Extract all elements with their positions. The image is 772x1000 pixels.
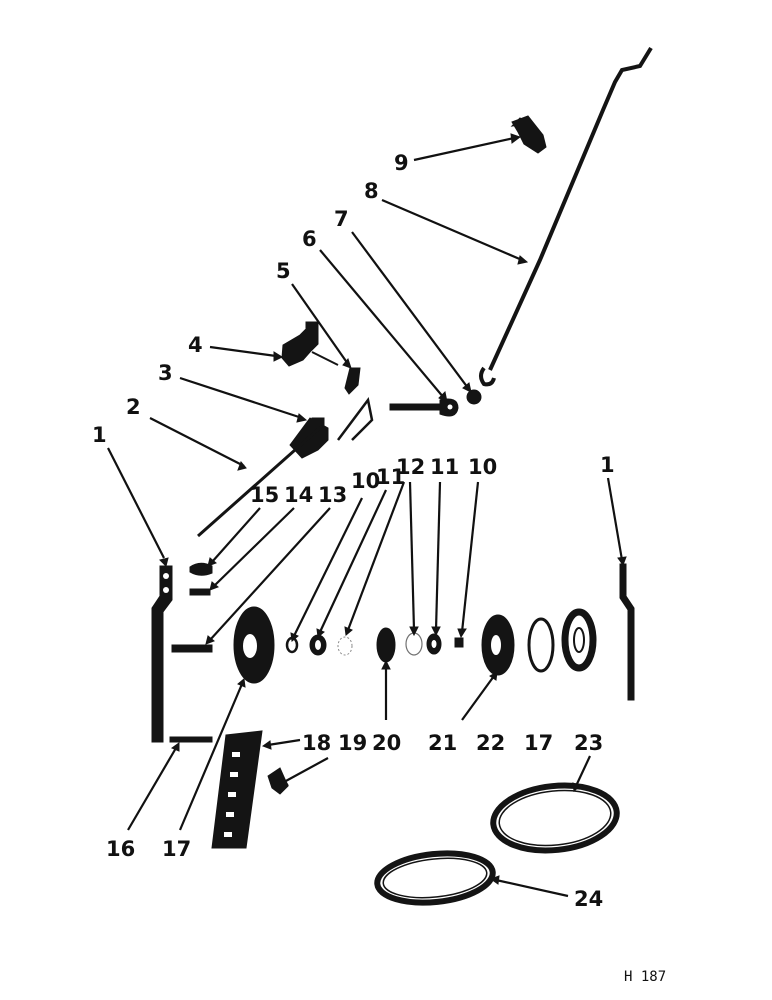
callout-5: 5 — [276, 259, 291, 283]
part-8-control-rod — [479, 46, 653, 387]
callout-9: 9 — [394, 151, 409, 175]
callout-12: 12 — [396, 455, 425, 479]
part-3-bracket — [289, 397, 374, 459]
part-12-ring-right — [405, 632, 423, 656]
part-6-clevis-rod — [389, 398, 459, 417]
callout-18: 18 — [302, 731, 331, 755]
part-21-bearing — [481, 614, 515, 676]
callout-1-right: 1 — [600, 453, 615, 477]
callout-22: 22 — [476, 731, 505, 755]
part-11-ring — [309, 634, 327, 656]
part-12-ring-faint — [337, 636, 353, 656]
callout-4: 4 — [188, 333, 203, 357]
callout-13: 13 — [318, 483, 347, 507]
part-17-left-hub — [233, 606, 275, 684]
callout-20: 20 — [372, 731, 401, 755]
part-15-spacer — [189, 562, 213, 576]
leader-lines — [107, 133, 627, 898]
figure-reference-code: H 187 — [624, 969, 666, 985]
part-20-bushing — [376, 627, 396, 663]
part-1-right-arm — [619, 563, 635, 701]
part-18-slotted-plate — [211, 730, 263, 849]
callout-11-right: 11 — [430, 455, 459, 479]
callout-3: 3 — [158, 361, 173, 385]
part-9-knob — [510, 115, 547, 154]
callout-10-left: 10 — [351, 469, 380, 493]
part-1-left-arm — [151, 565, 173, 743]
callout-24: 24 — [574, 887, 603, 911]
callout-7: 7 — [334, 207, 349, 231]
callout-2: 2 — [126, 395, 141, 419]
part-4-latch — [281, 321, 339, 367]
part-24-belt — [374, 850, 496, 906]
part-23-belt — [490, 782, 620, 854]
callout-15: 15 — [250, 483, 279, 507]
part-7-nut — [466, 389, 482, 405]
part-19-clip — [267, 767, 289, 795]
part-5-clip — [344, 367, 361, 395]
part-17-right-hub — [561, 608, 597, 672]
callout-8: 8 — [364, 179, 379, 203]
part-22-ring — [527, 617, 555, 673]
callout-6: 6 — [302, 227, 317, 251]
callout-16: 16 — [106, 837, 135, 861]
callout-19: 19 — [338, 731, 367, 755]
part-11-ring-right — [426, 633, 442, 655]
callout-21: 21 — [428, 731, 457, 755]
callout-labels: 1 2 3 4 5 6 7 8 9 10 11 12 11 10 1 15 14… — [92, 151, 615, 911]
callout-14: 14 — [284, 483, 313, 507]
part-2-rod — [197, 424, 323, 538]
callout-23: 23 — [574, 731, 603, 755]
callout-11-left: 11 — [376, 465, 405, 489]
part-14-pin — [189, 588, 211, 596]
callout-1-left: 1 — [92, 423, 107, 447]
callout-10-right: 10 — [468, 455, 497, 479]
part-16-pin — [169, 736, 213, 743]
part-10-washer-right — [454, 637, 464, 648]
callout-17-right: 17 — [524, 731, 553, 755]
callout-17-left: 17 — [162, 837, 191, 861]
part-13-bolt — [171, 644, 213, 653]
